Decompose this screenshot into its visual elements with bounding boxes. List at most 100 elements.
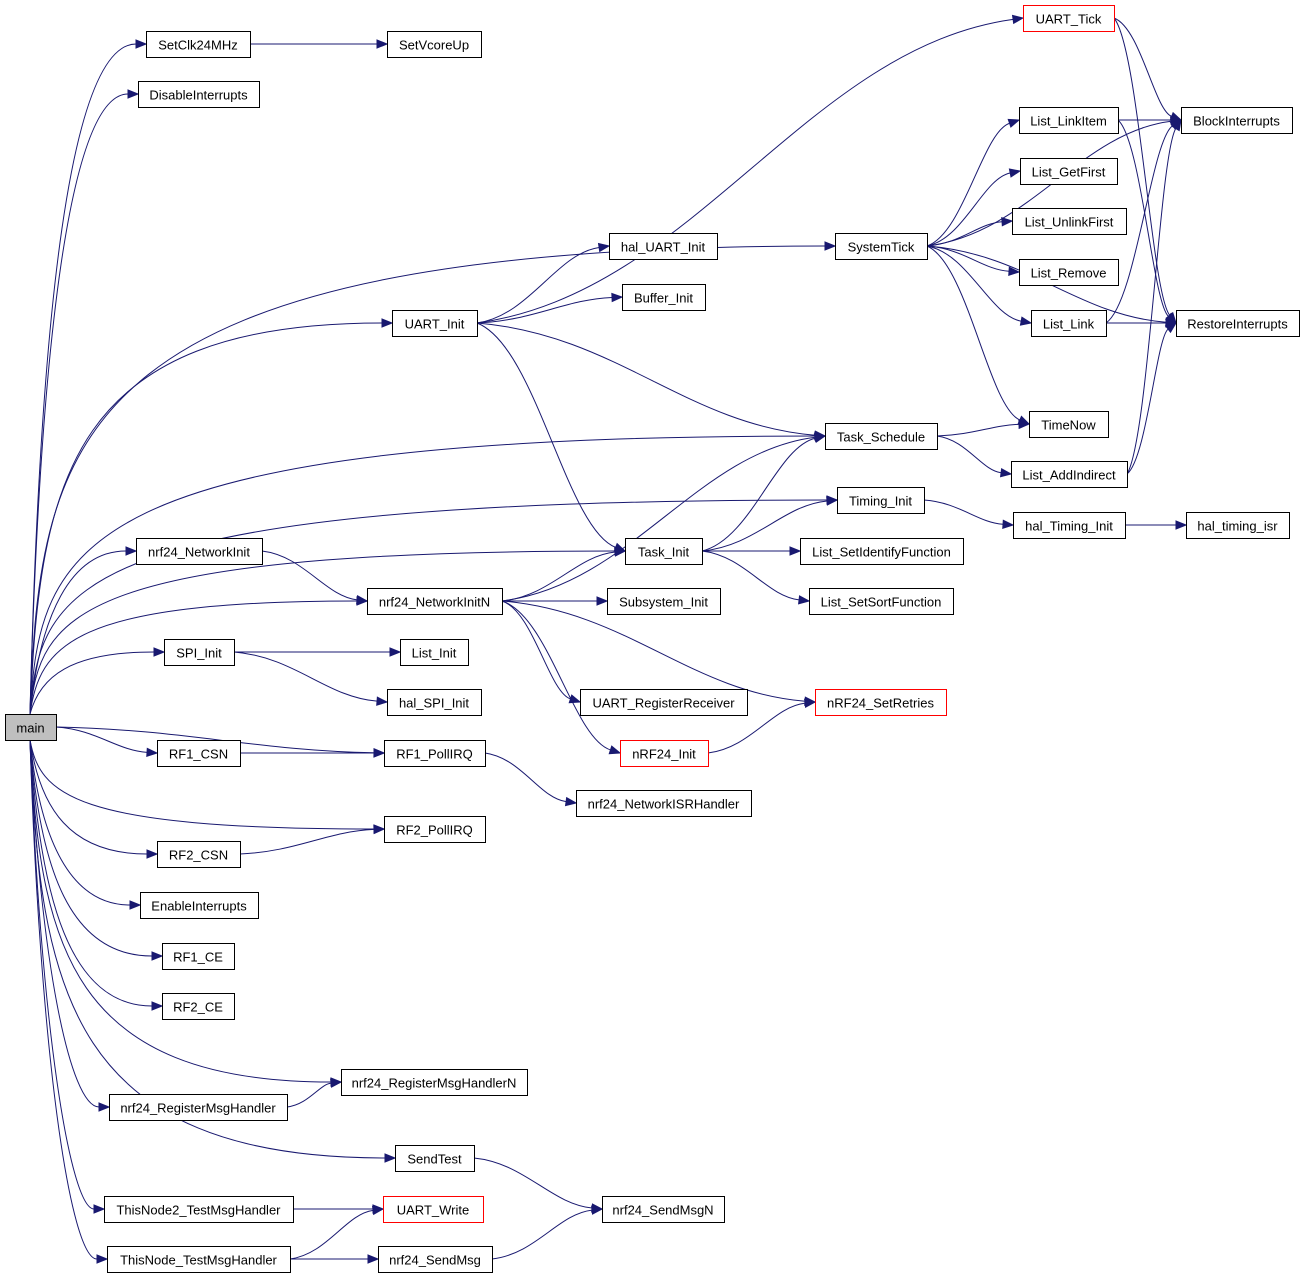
node-label: List_SetSortFunction xyxy=(821,595,942,610)
edge-sendtest-to-nrf24-sendmsgn xyxy=(473,1157,604,1213)
node-list-link[interactable]: List_Link xyxy=(1031,310,1107,337)
node-enableinterrupts[interactable]: EnableInterrupts xyxy=(140,892,259,919)
node-nrf24-networkinitn[interactable]: nrf24_NetworkInitN xyxy=(367,588,503,615)
arrowhead-icon xyxy=(389,647,402,657)
node-box xyxy=(1176,310,1300,337)
node-task-init[interactable]: Task_Init xyxy=(625,538,703,565)
node-label: List_AddIndirect xyxy=(1022,468,1116,483)
edge-spi-init-to-hal-spi-init xyxy=(233,651,389,706)
node-list-addindirect[interactable]: List_AddIndirect xyxy=(1011,461,1128,488)
node-nrf24-registermsghandlern[interactable]: nrf24_RegisterMsgHandlerN xyxy=(341,1069,528,1096)
edge-rf2-csn-to-rf2-pollirq xyxy=(239,824,386,855)
arrowhead-icon xyxy=(135,39,148,49)
node-subsystem-init[interactable]: Subsystem_Init xyxy=(607,588,721,615)
arrowhead-icon xyxy=(96,1254,109,1264)
node-box xyxy=(157,740,241,767)
edge-line xyxy=(1113,17,1171,316)
edge-line xyxy=(926,172,1011,247)
node-systemtick[interactable]: SystemTick xyxy=(835,233,928,260)
node-list-init[interactable]: List_Init xyxy=(400,639,469,666)
edge-line xyxy=(476,18,1014,324)
node-rf2-pollirq[interactable]: RF2_PollIRQ xyxy=(384,816,486,843)
node-setvcoreup[interactable]: SetVcoreUp xyxy=(387,31,482,58)
node-rf1-pollirq[interactable]: RF1_PollIRQ xyxy=(384,740,486,767)
node-rf1-ce[interactable]: RF1_CE xyxy=(162,943,235,970)
node-label: List_Link xyxy=(1043,317,1095,332)
edge-line xyxy=(29,739,153,1007)
node-label: Timing_Init xyxy=(849,494,912,509)
node-timing-init[interactable]: Timing_Init xyxy=(837,487,925,514)
edge-line xyxy=(1105,125,1174,324)
node-uart-registerreceiver[interactable]: UART_RegisterReceiver xyxy=(580,689,748,716)
node-list-unlinkfirst[interactable]: List_UnlinkFirst xyxy=(1012,208,1127,235)
node-nrf24-init[interactable]: nRF24_Init xyxy=(620,740,709,767)
node-hal-timing-isr[interactable]: hal_timing_isr xyxy=(1186,512,1290,539)
edge-line xyxy=(289,1209,374,1260)
edge-line xyxy=(29,550,616,715)
node-nrf24-networkinit[interactable]: nrf24_NetworkInit xyxy=(136,538,263,565)
node-timenow[interactable]: TimeNow xyxy=(1029,411,1109,438)
node-box xyxy=(1031,310,1107,337)
node-disableinterrupts[interactable]: DisableInterrupts xyxy=(138,81,260,108)
arrowhead-icon xyxy=(614,547,627,557)
node-list-setsortfunction[interactable]: List_SetSortFunction xyxy=(809,588,954,615)
node-hal-spi-init[interactable]: hal_SPI_Init xyxy=(387,689,482,716)
node-nrf24-sendmsgn[interactable]: nrf24_SendMsgN xyxy=(602,1196,725,1223)
node-label: nrf24_RegisterMsgHandler xyxy=(120,1101,276,1116)
node-nrf24-sendmsg[interactable]: nrf24_SendMsg xyxy=(378,1246,493,1273)
node-box xyxy=(392,310,478,337)
edge-line xyxy=(476,246,600,324)
arrowhead-icon xyxy=(98,1102,111,1112)
node-box xyxy=(835,233,928,260)
edge-line xyxy=(501,600,571,700)
node-hal-uart-init[interactable]: hal_UART_Init xyxy=(609,233,718,260)
node-rf2-ce[interactable]: RF2_CE xyxy=(162,993,235,1020)
edge-line xyxy=(926,245,1022,322)
node-main[interactable]: main xyxy=(5,714,57,741)
node-thisnode-testmsghandler[interactable]: ThisNode_TestMsgHandler xyxy=(107,1246,291,1273)
edge-main-to-setclk24mhz xyxy=(29,39,148,715)
node-hal-timing-init[interactable]: hal_Timing_Init xyxy=(1013,512,1126,539)
node-nrf24-setretries[interactable]: nRF24_SetRetries xyxy=(815,689,947,716)
node-rf2-csn[interactable]: RF2_CSN xyxy=(157,841,241,868)
node-buffer-init[interactable]: Buffer_Init xyxy=(622,284,706,311)
node-task-schedule[interactable]: Task_Schedule xyxy=(825,423,938,450)
arrowhead-icon xyxy=(798,595,811,605)
node-spi-init[interactable]: SPI_Init xyxy=(164,639,235,666)
arrowhead-icon xyxy=(373,748,386,758)
edge-systemtick-to-list-getfirst xyxy=(926,168,1022,247)
node-rf1-csn[interactable]: RF1_CSN xyxy=(157,740,241,767)
edge-task-init-to-timing-init xyxy=(701,496,839,552)
node-nrf24-registermsghandler[interactable]: nrf24_RegisterMsgHandler xyxy=(109,1094,288,1121)
node-box xyxy=(138,81,260,108)
arrowhead-icon xyxy=(125,546,138,556)
arrowhead-icon xyxy=(129,900,142,910)
node-thisnode2-testmsghandler[interactable]: ThisNode2_TestMsgHandler xyxy=(104,1196,294,1223)
node-box xyxy=(395,1145,475,1172)
node-label: nrf24_RegisterMsgHandlerN xyxy=(352,1076,517,1091)
node-label: List_LinkItem xyxy=(1030,114,1107,129)
node-list-getfirst[interactable]: List_GetFirst xyxy=(1020,158,1118,185)
edge-line xyxy=(55,726,148,753)
node-blockinterrupts[interactable]: BlockInterrupts xyxy=(1181,107,1293,134)
node-sendtest[interactable]: SendTest xyxy=(395,1145,475,1172)
node-uart-write[interactable]: UART_Write xyxy=(383,1196,484,1223)
node-uart-tick[interactable]: UART_Tick xyxy=(1023,5,1115,32)
node-box xyxy=(387,689,482,716)
edge-line xyxy=(701,500,828,552)
node-label: ThisNode_TestMsgHandler xyxy=(120,1253,277,1268)
node-list-linkitem[interactable]: List_LinkItem xyxy=(1019,107,1119,134)
node-box xyxy=(809,588,954,615)
node-list-setidentifyfunction[interactable]: List_SetIdentifyFunction xyxy=(800,538,964,565)
arrowhead-icon xyxy=(153,647,166,657)
edge-line xyxy=(484,752,567,803)
node-label: hal_timing_isr xyxy=(1197,519,1278,534)
node-label: Task_Schedule xyxy=(837,430,925,445)
arrowhead-icon xyxy=(608,745,622,755)
node-restoreinterrupts[interactable]: RestoreInterrupts xyxy=(1176,310,1300,337)
node-uart-init[interactable]: UART_Init xyxy=(392,310,478,337)
node-setclk24mhz[interactable]: SetClk24MHz xyxy=(146,31,251,58)
node-nrf24-networkisrhandler[interactable]: nrf24_NetworkISRHandler xyxy=(576,790,752,817)
node-list-remove[interactable]: List_Remove xyxy=(1019,259,1119,286)
